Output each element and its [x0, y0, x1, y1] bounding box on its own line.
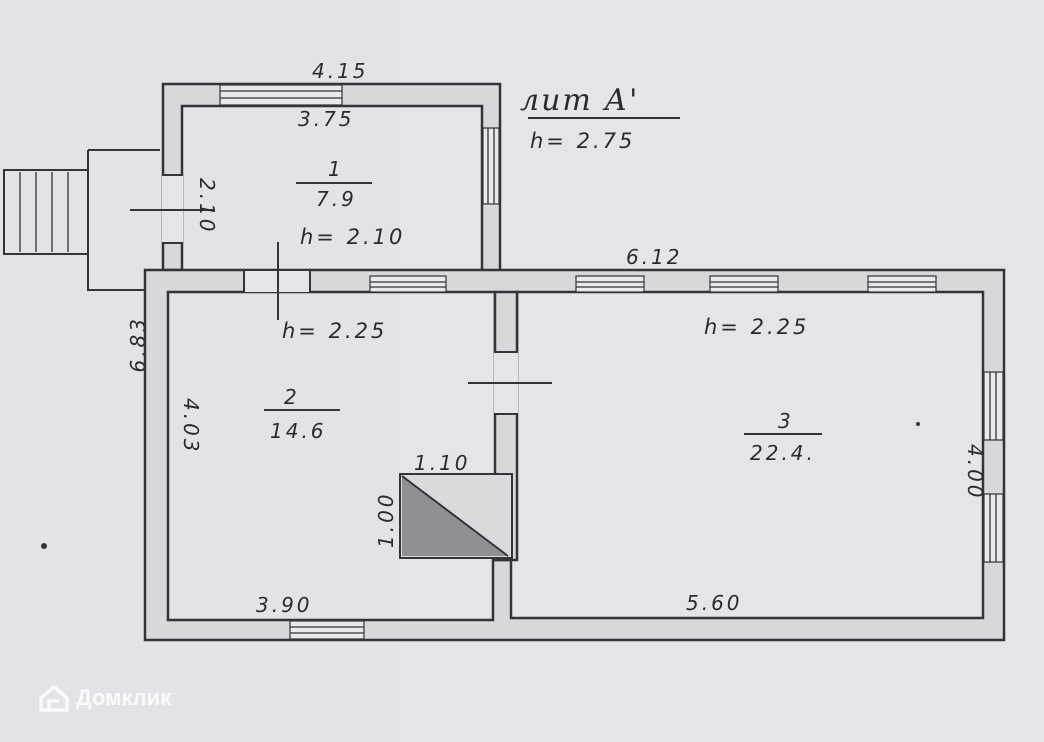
dim-room2-left: 4.03: [179, 398, 203, 455]
room-3-height: h= 2.25: [704, 315, 809, 339]
room-1-number: 1: [328, 157, 344, 181]
room-2-number: 2: [284, 385, 300, 409]
title-height: h= 2.75: [530, 129, 635, 153]
room-1-height: h= 2.10: [300, 225, 405, 249]
dim-stove-width: 1.10: [414, 451, 471, 475]
dim-left-total: 6.83: [126, 316, 150, 373]
dim-bottom-right: 5.60: [686, 591, 743, 615]
dim-bottom-left: 3.90: [256, 593, 313, 617]
stove: [399, 473, 513, 559]
room-2-height: h= 2.25: [282, 319, 387, 343]
dim-top-inner: 3.75: [298, 107, 355, 131]
house-logo-icon: [39, 685, 69, 712]
dim-top-outer: 4.15: [312, 59, 369, 83]
room-3-number: 3: [778, 409, 794, 433]
dim-stove-height: 1.00: [374, 491, 398, 548]
dim-left-small: 2.10: [195, 178, 219, 235]
room-1-area: 7.9: [316, 187, 357, 211]
watermark-text: Домклик: [76, 685, 172, 710]
dim-middle-wall: 6.12: [626, 245, 683, 269]
porch-steps: [3, 149, 160, 291]
watermark: Домклик: [38, 684, 171, 712]
dim-right-side: 4.00: [963, 444, 987, 501]
room-2-area: 14.6: [270, 419, 327, 443]
plan-title: лит А': [520, 83, 639, 118]
room-3-area: 22.4.: [750, 441, 816, 465]
